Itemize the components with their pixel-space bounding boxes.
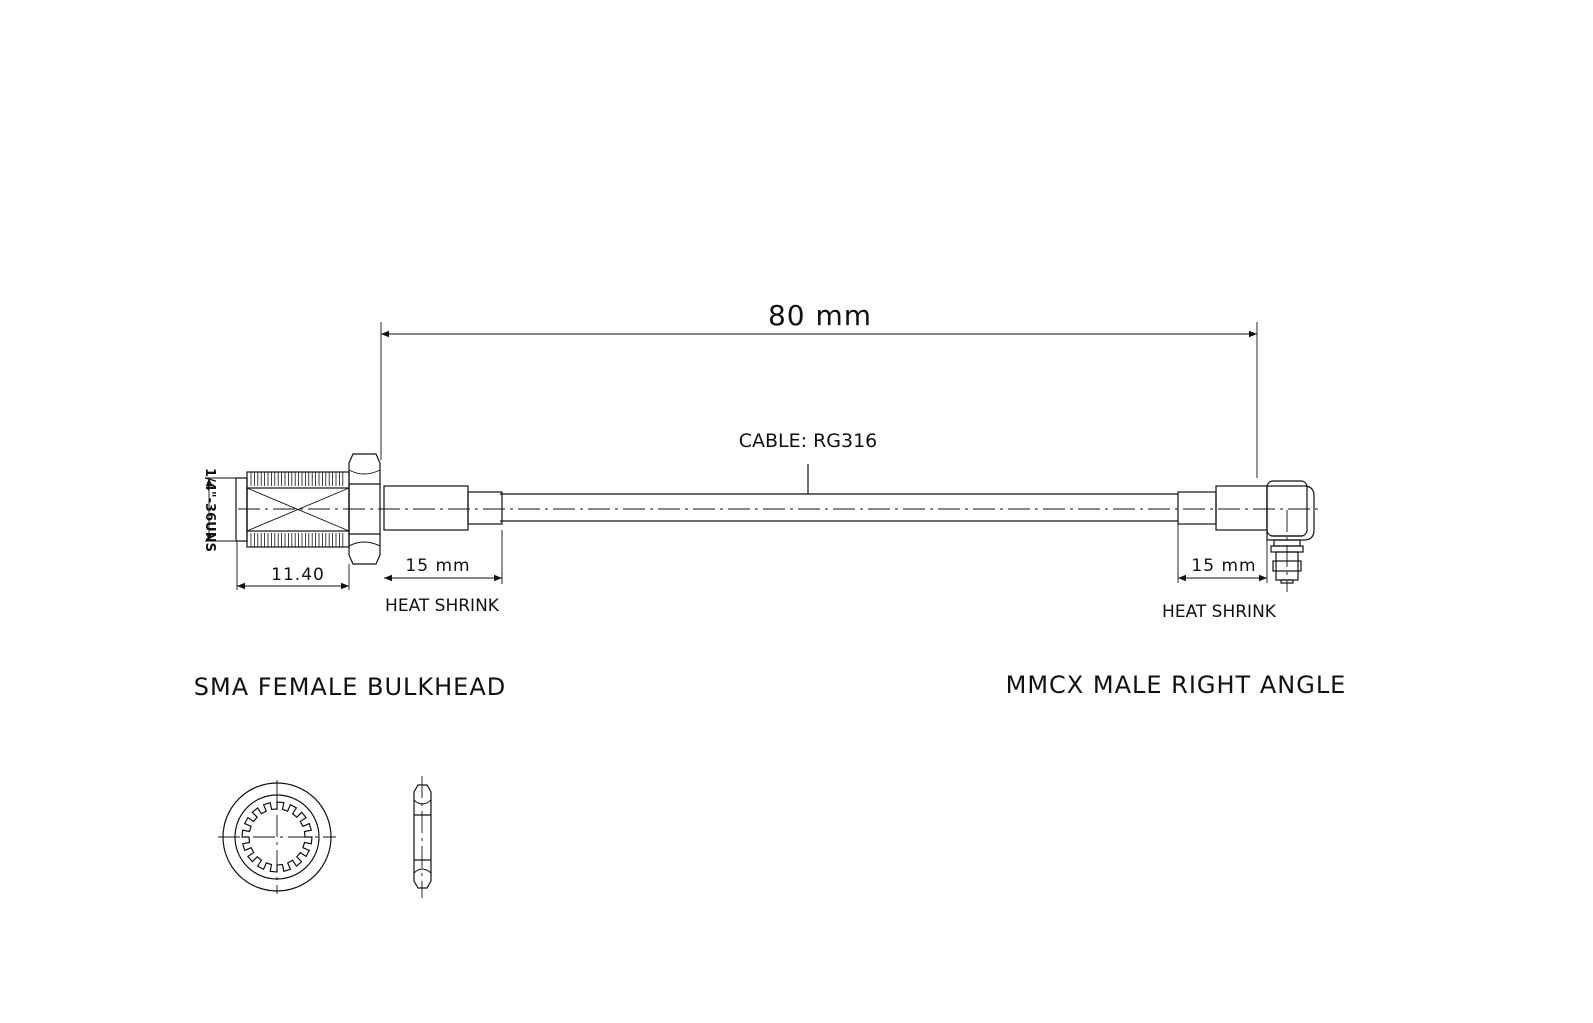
left-heat-shrink-dimension: 15 mm HEAT SHRINK	[384, 530, 503, 616]
right-heat-shrink	[1177, 485, 1268, 531]
left-heat-shrink-label: HEAT SHRINK	[385, 596, 500, 616]
left-heat-shrink-length: 15 mm	[405, 556, 470, 576]
thread-lines-bottom	[250, 533, 344, 547]
right-connector-title: MMCX MALE RIGHT ANGLE	[1006, 671, 1347, 699]
left-connector-title: SMA FEMALE BULKHEAD	[194, 673, 507, 701]
right-heat-shrink-label: HEAT SHRINK	[1162, 602, 1277, 622]
hex-nut-side-view	[413, 776, 432, 898]
body-length-dimension: 11.40	[236, 541, 350, 590]
right-heat-shrink-length: 15 mm	[1191, 556, 1256, 576]
body-length-label: 11.40	[271, 565, 325, 585]
overall-length-label: 80 mm	[768, 299, 872, 332]
cable-type-label: CABLE: RG316	[739, 430, 878, 452]
left-heat-shrink	[383, 485, 503, 531]
lock-washer-front-view	[218, 780, 336, 894]
thread-spec-label: 1/4"-36UNS	[202, 468, 217, 552]
right-heat-shrink-dimension: 15 mm HEAT SHRINK	[1162, 524, 1277, 622]
thread-spec-dimension: 1/4"-36UNS	[202, 468, 243, 552]
rg316-cable: CABLE: RG316	[500, 430, 1178, 522]
overall-length-dimension: 80 mm	[380, 299, 1258, 478]
thread-lines-top	[250, 472, 344, 486]
mmcx-male-right-angle-connector	[1266, 480, 1315, 592]
